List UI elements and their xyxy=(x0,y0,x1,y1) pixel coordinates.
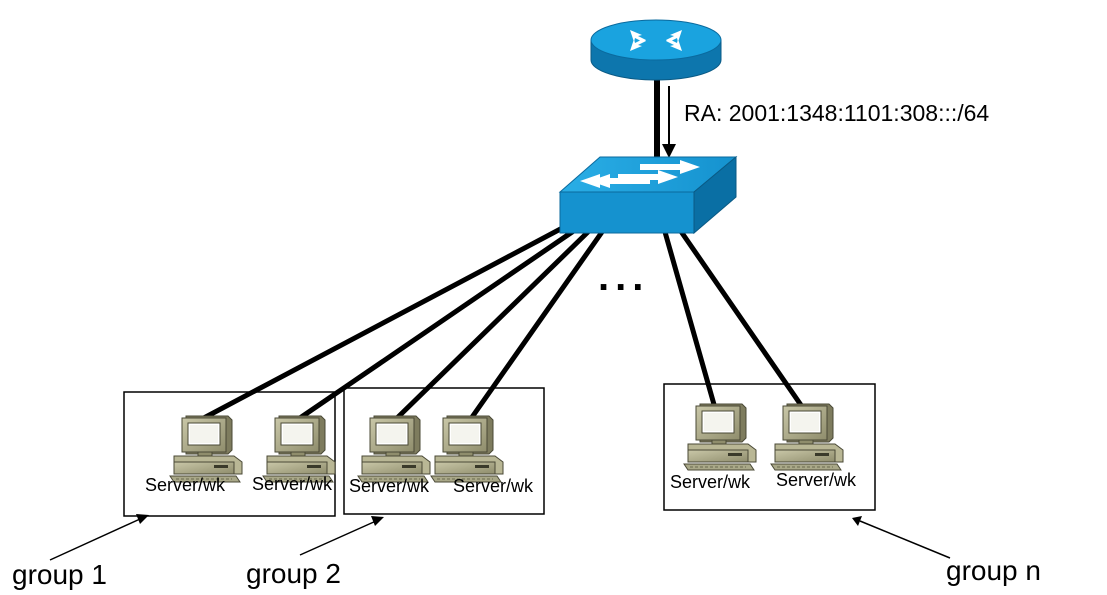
ellipsis: ... xyxy=(598,255,649,299)
link-groupn-pc2 xyxy=(677,227,806,411)
link-groupn-pc1 xyxy=(662,229,718,411)
computer-icon xyxy=(262,415,336,483)
network-links xyxy=(197,222,806,423)
computer-label: Server/wk xyxy=(145,475,226,495)
group-2-pointer xyxy=(299,516,384,556)
group-pointers xyxy=(49,514,951,561)
ra-label: RA: 2001:1348:1101:308:::/64 xyxy=(684,100,989,126)
computer-label: Server/wk xyxy=(670,472,751,492)
group-2-label: group 2 xyxy=(246,558,341,589)
computer-icon xyxy=(430,415,504,483)
computer-label: Server/wk xyxy=(349,476,430,496)
computer-icon xyxy=(770,403,844,471)
router-icon xyxy=(590,19,722,81)
group-2-box: Server/wk Server/wk xyxy=(343,387,545,515)
computer-icon xyxy=(357,415,431,483)
switch-icon xyxy=(558,155,738,235)
link-group1-pc1 xyxy=(197,222,571,423)
computer-icon xyxy=(169,415,243,483)
group-1-pointer xyxy=(49,514,149,561)
computer-icon xyxy=(683,403,757,471)
group-n-box: Server/wk Server/wk xyxy=(663,383,876,511)
group-1-label: group 1 xyxy=(12,559,107,590)
computer-label: Server/wk xyxy=(453,476,534,496)
group-1-box: Server/wk Server/wk xyxy=(123,391,336,517)
group-n-pointer xyxy=(852,516,951,559)
computer-label: Server/wk xyxy=(776,470,857,490)
ra-arrow xyxy=(662,86,676,158)
computer-label: Server/wk xyxy=(252,474,333,494)
group-n-label: group n xyxy=(946,555,1041,586)
